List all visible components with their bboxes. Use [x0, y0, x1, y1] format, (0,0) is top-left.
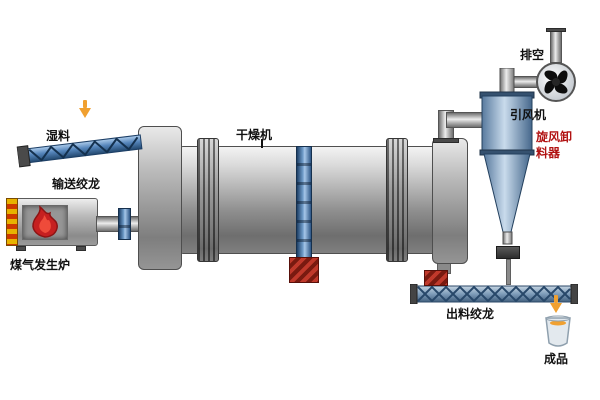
dryer-label-leader-line: [261, 139, 263, 148]
product-label: 成品: [544, 352, 569, 366]
discharge-screw-flights-back: [417, 285, 571, 303]
cyclone-cone: [483, 153, 531, 233]
cup-body: [545, 317, 571, 347]
discharge-screw-conveyor: [410, 284, 578, 304]
drum-riding-ring-right: [386, 138, 408, 262]
furnace-leg: [76, 246, 86, 251]
drum-support-base: [289, 257, 319, 283]
cyclone-drop-pipe: [506, 259, 511, 285]
induced-draft-fan: [536, 62, 576, 102]
drum-discharge-end-housing: [432, 138, 468, 264]
wet-material-label: 湿料: [46, 129, 71, 143]
feed-screw-tube: [26, 134, 143, 164]
hot-air-duct-flange: [118, 208, 131, 240]
cyclone-separator: [479, 68, 535, 245]
dryer-drum-shell: [178, 146, 458, 254]
feed-screw-motor-cap: [16, 145, 31, 168]
drum-feed-end-housing: [138, 126, 182, 270]
cup-rim: [545, 315, 571, 322]
fan-hub: [552, 78, 560, 86]
fan-label: 引风机: [510, 108, 547, 122]
wet-material-flow-arrow-icon: [79, 108, 91, 118]
feed-screw-label: 输送绞龙: [52, 177, 101, 191]
dryer-label: 干燥机: [236, 128, 273, 142]
riser-flange: [433, 138, 459, 143]
feed-screw-flights: [28, 136, 139, 162]
drum-support-column: [296, 146, 312, 260]
flame-icon: [32, 205, 58, 238]
discharge-rotary-valve: [424, 270, 448, 286]
gas-furnace-firebrick-band: [6, 198, 18, 246]
discharge-screw-end-cap-left: [410, 284, 418, 304]
drum-riding-ring-left: [197, 138, 219, 262]
cyclone-label: 旋风卸料器: [536, 130, 573, 160]
feed-screw-conveyor: [16, 134, 143, 168]
discharge-screw-end-cap-right: [570, 284, 578, 304]
product-cup: [545, 315, 571, 347]
cyclone-discharge-stub: [502, 231, 513, 245]
furnace-leg: [16, 246, 26, 251]
cyclone-barrel: [481, 95, 533, 153]
exhaust-stack-pipe: [550, 30, 562, 63]
product-flow-arrow-icon: [550, 303, 562, 313]
discharge-screw-label: 出料绞龙: [446, 307, 495, 321]
wet-material-flow-arrow-stem: [83, 100, 87, 108]
product-flow-arrow-stem: [554, 295, 558, 303]
exhaust-label: 排空: [520, 48, 545, 62]
cyclone-rotary-valve: [496, 246, 520, 259]
exhaust-stack-flange: [546, 28, 566, 32]
cup-contents: [550, 320, 566, 326]
gas-furnace-label: 煤气发生炉: [10, 258, 71, 272]
